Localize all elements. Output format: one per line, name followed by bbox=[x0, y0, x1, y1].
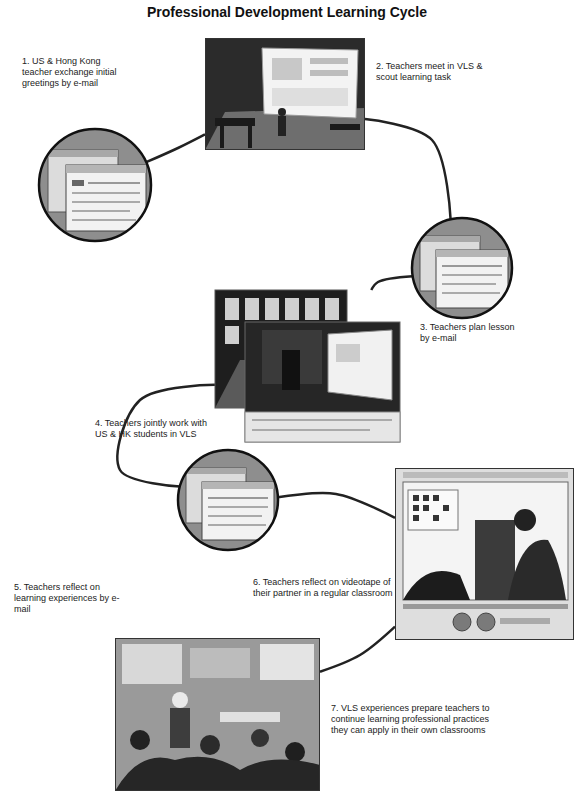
screenshot-circle: 1. US & Hong Kong teacher exchange initi… bbox=[39, 129, 151, 241]
cycle-connector bbox=[365, 119, 451, 219]
video-player-screenshot bbox=[395, 468, 574, 640]
step-caption: 3. Teachers plan lesson by e-mail bbox=[420, 322, 520, 344]
step-caption: 1. US & Hong Kong teacher exchange initi… bbox=[22, 56, 132, 88]
step-caption: 5. Teachers reflect on learning experien… bbox=[14, 582, 134, 614]
email-screenshot bbox=[412, 218, 512, 318]
screenshot-circle: 5. Teachers reflect on learning experien… bbox=[178, 450, 278, 550]
virtual-class-screenshot bbox=[215, 290, 400, 442]
circle-outline bbox=[178, 450, 278, 550]
screenshot-frame: 6. Teachers reflect on videotape of thei… bbox=[395, 468, 574, 640]
step-caption: 4. Teachers jointly work with US & HK st… bbox=[95, 418, 207, 440]
screenshot-frame: 4. Teachers jointly work with US & HK st… bbox=[215, 290, 400, 442]
screenshot-circle: 3. Teachers plan lesson by e-mail bbox=[412, 218, 512, 318]
email-screenshot bbox=[178, 450, 278, 550]
circle-outline bbox=[412, 218, 512, 318]
cycle-connector bbox=[146, 134, 205, 162]
diagram-title: Professional Development Learning Cycle bbox=[0, 4, 574, 20]
screenshot-frame: 2. Teachers meet in VLS & scout learning… bbox=[205, 38, 365, 150]
email-screenshot bbox=[39, 129, 151, 241]
step-caption: 2. Teachers meet in VLS & scout learning… bbox=[376, 61, 488, 83]
step-caption: 7. VLS experiences prepare teachers to c… bbox=[331, 703, 506, 735]
classroom-photo bbox=[115, 638, 320, 791]
cycle-connector bbox=[320, 627, 395, 672]
screenshot-frame: 7. VLS experiences prepare teachers to c… bbox=[115, 638, 320, 791]
step-caption: 6. Teachers reflect on videotape of thei… bbox=[253, 577, 393, 599]
circle-outline bbox=[39, 129, 151, 241]
cycle-connector bbox=[278, 493, 395, 518]
cycle-connector bbox=[371, 276, 412, 290]
virtual-room-screenshot bbox=[205, 38, 365, 150]
